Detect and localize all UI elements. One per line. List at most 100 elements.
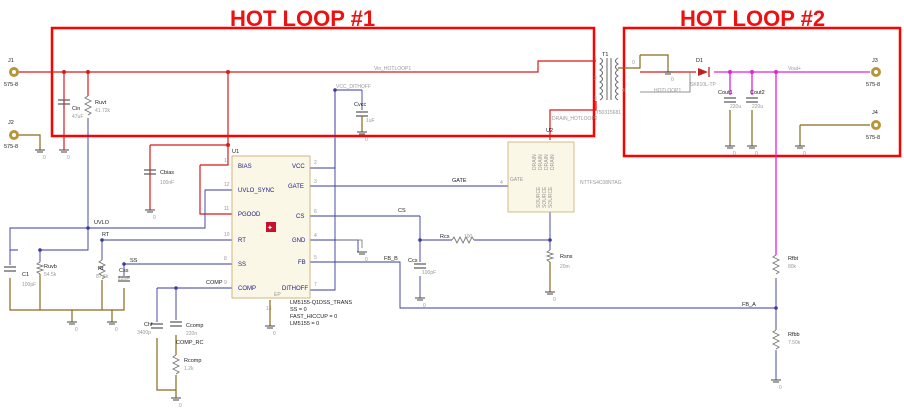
svg-text:1: 1 bbox=[594, 56, 597, 62]
svg-text:Chf: Chf bbox=[144, 322, 153, 328]
connector-j4[interactable]: J4 575-8 bbox=[866, 110, 881, 141]
ground-icon: 0 bbox=[545, 291, 556, 303]
capacitor-cout1[interactable]: Cout1 220u bbox=[718, 90, 741, 110]
ic-pin-ss: SS8 bbox=[224, 256, 246, 268]
capacitor-chf[interactable]: Chf 3400p bbox=[137, 322, 163, 336]
net-vcc-dithoff: VCC_DITHOFF bbox=[336, 84, 371, 90]
capacitor-cin[interactable]: Cin 47uF bbox=[58, 99, 83, 120]
connector-j2[interactable]: J2 575-8 bbox=[4, 120, 19, 150]
ground-icon: 0 bbox=[771, 379, 782, 391]
svg-text:1uF: 1uF bbox=[366, 118, 375, 124]
svg-text:SOURCE: SOURCE bbox=[548, 186, 554, 208]
capacitor-ccomp[interactable]: Ccomp 220n bbox=[170, 321, 203, 337]
net-rt: RT bbox=[102, 232, 110, 238]
svg-text:87.6k: 87.6k bbox=[96, 274, 109, 280]
svg-text:GATE: GATE bbox=[288, 184, 304, 190]
svg-text:Cvcc: Cvcc bbox=[354, 102, 366, 108]
capacitor-cbias[interactable]: Cbias 100nF bbox=[144, 169, 174, 186]
svg-text:RT: RT bbox=[238, 238, 246, 244]
resistor-rsns[interactable]: Rsns 20m bbox=[545, 249, 573, 270]
svg-text:575-8: 575-8 bbox=[866, 135, 880, 141]
svg-text:LM5155-Q1DSS_TRANS: LM5155-Q1DSS_TRANS bbox=[290, 300, 352, 306]
diode-d1[interactable]: D1 SK810L-TP bbox=[690, 58, 717, 88]
svg-text:100pF: 100pF bbox=[422, 270, 436, 276]
svg-text:0: 0 bbox=[803, 151, 806, 157]
svg-text:0: 0 bbox=[632, 60, 635, 66]
capacitor-ccs[interactable]: Ccs 100pF bbox=[408, 258, 436, 276]
net-hotloop1: HOTLOOP1 bbox=[654, 88, 681, 94]
svg-text:SS = 0: SS = 0 bbox=[290, 307, 307, 313]
capacitor-cout2[interactable]: Cout2 220u bbox=[746, 90, 765, 110]
svg-text:0: 0 bbox=[67, 155, 70, 161]
ground-icon: 0 bbox=[67, 321, 78, 333]
ground-icon: 0 bbox=[663, 71, 674, 83]
net-vin-hotloop1: Vin_HOTLOOP1 bbox=[374, 66, 411, 72]
svg-text:U2: U2 bbox=[546, 128, 553, 134]
svg-text:0: 0 bbox=[423, 303, 426, 309]
net-drain-hotloop2: DRAIN_HOTLOOP2 bbox=[552, 116, 598, 122]
transformer-t1[interactable]: T1 750315681 1 2 3 4 0 bbox=[594, 52, 635, 116]
svg-text:100nF: 100nF bbox=[160, 180, 174, 186]
svg-text:575-8: 575-8 bbox=[4, 144, 18, 150]
svg-text:100: 100 bbox=[464, 234, 473, 240]
capacitor-css[interactable]: Css 22nF bbox=[118, 268, 130, 282]
resistor-rfbt[interactable]: Rfbt 80k bbox=[771, 254, 799, 275]
svg-text:Cout2: Cout2 bbox=[750, 90, 765, 96]
svg-text:0: 0 bbox=[179, 403, 182, 409]
svg-text:4: 4 bbox=[622, 88, 625, 94]
ground-icon: 0 bbox=[59, 149, 70, 161]
svg-text:220n: 220n bbox=[186, 331, 197, 337]
svg-text:U1: U1 bbox=[232, 149, 239, 155]
resistor-rfbb[interactable]: Rfbb 7.50k bbox=[771, 329, 801, 350]
net-comp: COMP bbox=[206, 280, 223, 286]
svg-text:C1: C1 bbox=[22, 272, 29, 278]
svg-text:CS: CS bbox=[296, 214, 304, 220]
svg-text:SK810L-TP: SK810L-TP bbox=[690, 82, 717, 88]
svg-text:Rcomp: Rcomp bbox=[184, 358, 201, 364]
connector-j1[interactable]: J1 575-8 bbox=[4, 58, 19, 88]
svg-text:J2: J2 bbox=[8, 120, 14, 126]
svg-text:NTTFS4C08NTAG: NTTFS4C08NTAG bbox=[580, 180, 622, 186]
svg-text:13: 13 bbox=[266, 306, 272, 312]
hot-loop-2-box bbox=[622, 26, 902, 158]
controller-ic-u1[interactable]: U1 ✦ EP 13 LM5155-Q1DSS_TRANS SS = 0 FAS… bbox=[231, 149, 352, 327]
net-fb-a: FB_A bbox=[742, 302, 756, 308]
connector-j3[interactable]: J3 575-8 bbox=[866, 58, 881, 88]
svg-text:0: 0 bbox=[733, 151, 736, 157]
ground-icon: 0 bbox=[171, 397, 182, 409]
svg-text:J1: J1 bbox=[8, 58, 14, 64]
ground-icon: 0 bbox=[145, 209, 156, 221]
capacitor-cvcc[interactable]: Cvcc 1uF bbox=[354, 102, 375, 132]
svg-text:DRAIN: DRAIN bbox=[538, 154, 544, 170]
net-comp-rc: COMP_RC bbox=[176, 340, 204, 346]
capacitor-c1[interactable]: C1 100pF bbox=[4, 266, 36, 288]
svg-text:Cin: Cin bbox=[72, 106, 80, 112]
svg-text:0: 0 bbox=[779, 385, 782, 391]
svg-text:0: 0 bbox=[365, 137, 368, 143]
svg-text:220u: 220u bbox=[752, 104, 763, 110]
net-cs: CS bbox=[398, 208, 406, 214]
resistor-ruvt[interactable]: Ruvt 41.72k bbox=[83, 95, 111, 116]
svg-text:0: 0 bbox=[75, 327, 78, 333]
svg-text:0: 0 bbox=[153, 215, 156, 221]
svg-text:DRAIN: DRAIN bbox=[532, 154, 538, 170]
resistor-ruvb[interactable]: Ruvb 54.5k bbox=[35, 261, 57, 278]
svg-text:✦: ✦ bbox=[267, 224, 273, 232]
svg-text:D1: D1 bbox=[696, 58, 703, 64]
mosfet-u2[interactable]: U2 NTTFS4C08NTAG 4 GATE DRAIN DRAIN DRAI… bbox=[500, 128, 622, 213]
svg-text:47uF: 47uF bbox=[72, 114, 83, 120]
svg-text:0: 0 bbox=[553, 297, 556, 303]
svg-text:3400p: 3400p bbox=[137, 330, 151, 336]
svg-text:3: 3 bbox=[314, 179, 317, 185]
svg-text:12: 12 bbox=[224, 182, 230, 188]
resistor-rcomp[interactable]: Rcomp 1.2k bbox=[171, 354, 201, 375]
svg-text:Rcs: Rcs bbox=[440, 234, 450, 240]
ground-icon: 0 bbox=[795, 145, 806, 157]
svg-text:Cbias: Cbias bbox=[160, 170, 174, 176]
resistor-rt[interactable]: Rt 87.6k bbox=[96, 259, 109, 280]
resistor-rcs[interactable]: Rcs 100 bbox=[440, 234, 475, 245]
svg-text:54.5k: 54.5k bbox=[44, 272, 57, 278]
